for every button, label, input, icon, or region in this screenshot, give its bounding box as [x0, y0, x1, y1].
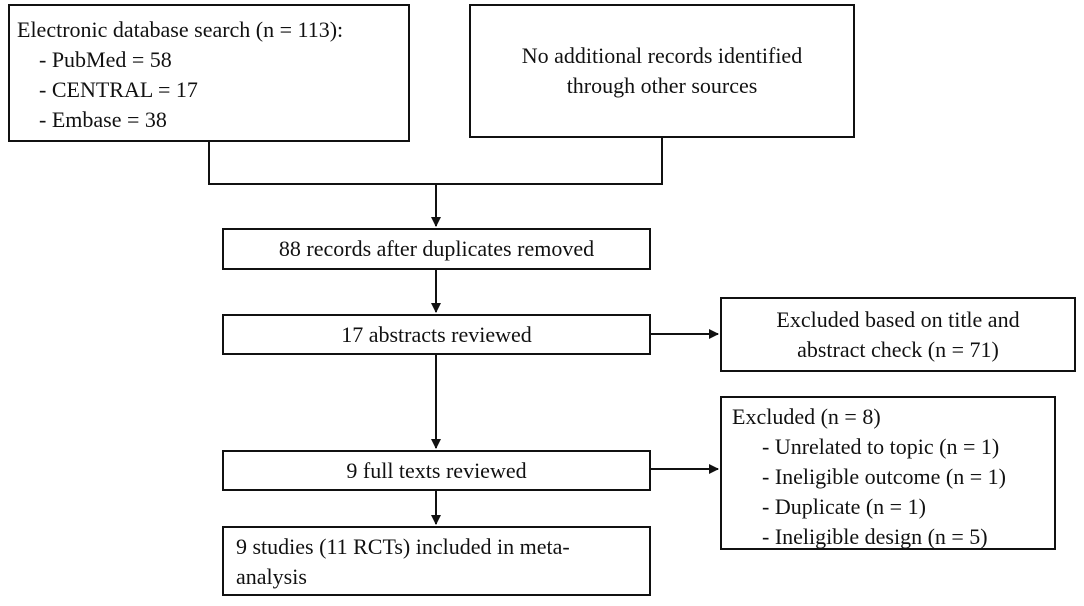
merge-connector: [208, 138, 663, 185]
abstracts-box: 17 abstracts reviewed: [222, 314, 651, 355]
other-sources-line1: No additional records identified: [521, 43, 803, 68]
included-line1: 9 studies (11 RCTs) included in meta-: [236, 534, 570, 559]
excluded-title-abstract-box: Excluded based on title and abstract che…: [720, 297, 1076, 372]
other-sources-box: No additional records identified through…: [469, 4, 855, 138]
fulltext-label: 9 full texts reviewed: [346, 457, 527, 483]
excluded-reason-duplicate: - Duplicate (n = 1): [762, 494, 926, 519]
database-item-embase: - Embase = 38: [39, 107, 167, 132]
database-item-pubmed: - PubMed = 58: [39, 47, 172, 72]
database-search-title: Electronic database search (n = 113):: [17, 17, 344, 42]
abstracts-label: 17 abstracts reviewed: [341, 321, 532, 347]
excluded-reason-design: - Ineligible design (n = 5): [762, 524, 988, 549]
excluded-reason-outcome: - Ineligible outcome (n = 1): [762, 464, 1006, 489]
other-sources-line2: through other sources: [566, 73, 758, 98]
dedup-box: 88 records after duplicates removed: [222, 228, 651, 270]
excluded-fulltext-title: Excluded (n = 8): [732, 404, 881, 429]
excluded-fulltext-box: Excluded (n = 8) - Unrelated to topic (n…: [720, 396, 1056, 550]
excluded-title-line2: abstract check (n = 71): [797, 336, 999, 362]
excluded-title-line1: Excluded based on title and: [776, 306, 1020, 332]
fulltext-box: 9 full texts reviewed: [222, 450, 651, 491]
dedup-label: 88 records after duplicates removed: [278, 236, 595, 261]
excluded-reason-unrelated: - Unrelated to topic (n = 1): [762, 434, 1000, 459]
included-box: 9 studies (11 RCTs) included in meta- an…: [222, 526, 651, 596]
database-item-central: - CENTRAL = 17: [39, 77, 198, 102]
included-line2: analysis: [236, 564, 307, 589]
database-search-box: Electronic database search (n = 113): - …: [8, 4, 410, 142]
